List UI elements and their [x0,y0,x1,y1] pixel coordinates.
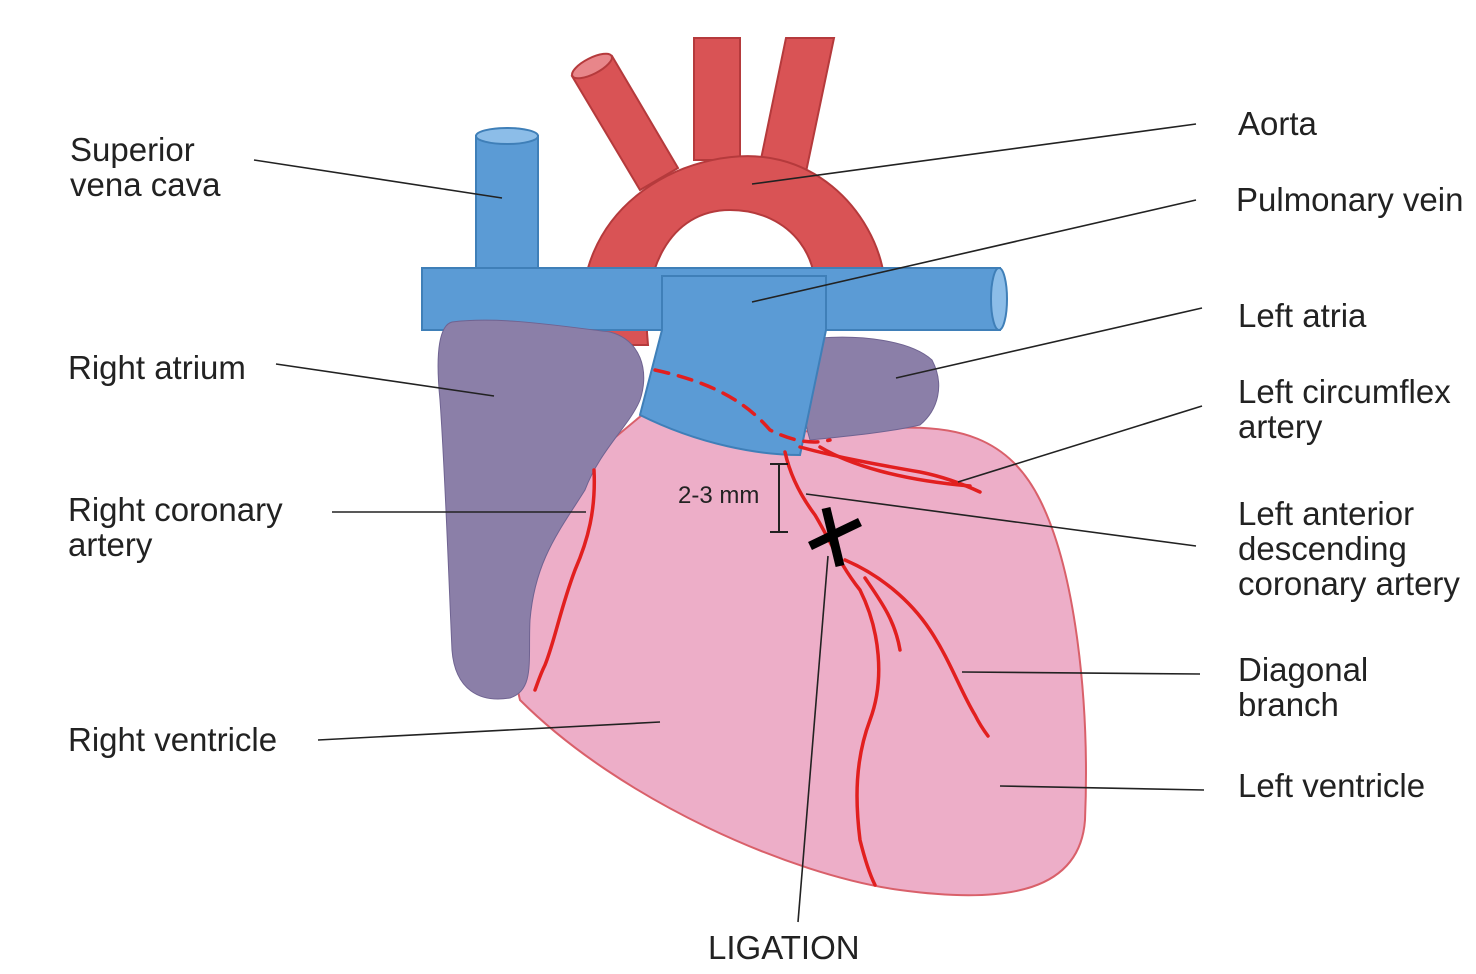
label-left-ventricle: Left ventricle [1238,768,1425,803]
label-line: Diagonal [1238,652,1368,687]
label-line: coronary artery [1238,566,1460,601]
label-diagonal-branch: Diagonal branch [1238,652,1368,722]
label-line: artery [68,527,283,562]
label-left-circumflex-artery: Left circumflex artery [1238,374,1451,444]
label-right-atrium: Right atrium [68,350,246,385]
label-line: branch [1238,687,1368,722]
label-line: Pulmonary vein [1236,182,1463,217]
leader-superior-vena-cava [254,160,502,198]
label-line: Right ventricle [68,722,277,757]
heart-ventricles [513,410,1086,895]
label-right-ventricle: Right ventricle [68,722,277,757]
label-line: Left ventricle [1238,768,1425,803]
label-ligation: LIGATION [708,930,860,965]
label-pulmonary-vein: Pulmonary vein [1236,182,1463,217]
leader-left-circumflex [958,406,1202,482]
aorta-branch-middle [694,38,740,160]
label-line: Left anterior [1238,496,1460,531]
left-atrium [805,337,939,440]
label-left-anterior-descending: Left anterior descending coronary artery [1238,496,1460,601]
label-aorta: Aorta [1238,106,1317,141]
aorta-branch-right [760,38,834,172]
label-line: Left circumflex [1238,374,1451,409]
pulmonary-trunk [640,276,826,455]
label-line: Right atrium [68,350,246,385]
leader-aorta [752,124,1196,184]
label-line: vena cava [70,167,220,202]
label-line: Superior [70,132,220,167]
label-right-coronary-artery: Right coronary artery [68,492,283,562]
label-superior-vena-cava: Superior vena cava [70,132,220,202]
measurement-label: 2-3 mm [678,482,759,510]
label-line: artery [1238,409,1451,444]
label-line: Right coronary [68,492,283,527]
label-line: Aorta [1238,106,1317,141]
label-left-atria: Left atria [1238,298,1366,333]
label-line: LIGATION [708,930,860,965]
label-line: descending [1238,531,1460,566]
label-line: Left atria [1238,298,1366,333]
